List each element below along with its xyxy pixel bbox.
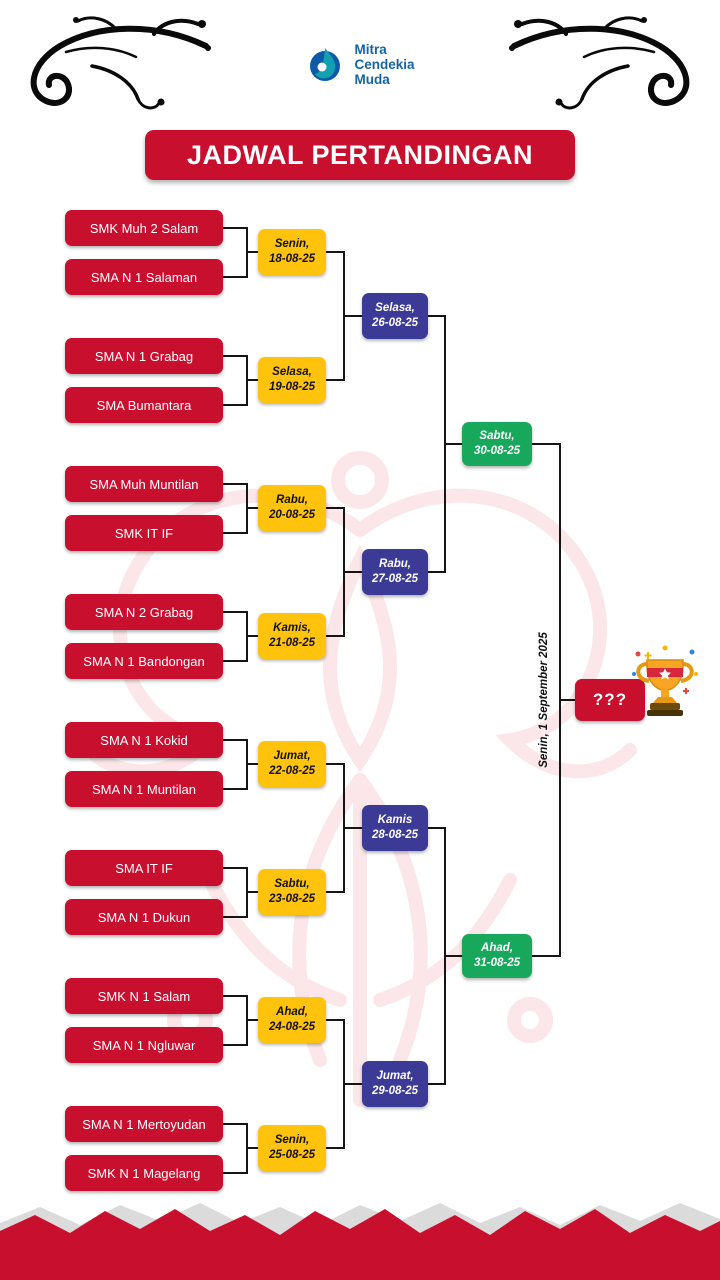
team-box: SMK IT IF	[65, 515, 223, 551]
team-name: SMA Bumantara	[96, 397, 192, 413]
team-box: SMA N 1 Ngluwar	[65, 1027, 223, 1063]
match-date-round1: Kamis, 21-08-25	[258, 613, 326, 659]
team-box: SMA IT IF	[65, 850, 223, 886]
title-banner: JADWAL PERTANDINGAN	[145, 130, 575, 180]
match-date: 20-08-25	[268, 509, 316, 521]
final-date-label: Senin, 1 September 2025	[538, 632, 550, 768]
team-name: SMA N 1 Grabag	[94, 348, 194, 364]
match-day: Senin,	[274, 238, 310, 251]
logo-icon	[310, 47, 341, 81]
team-box: SMA N 1 Muntilan	[65, 771, 223, 807]
team-box: SMA N 2 Grabag	[65, 594, 223, 630]
final-winner-box: ???	[575, 679, 645, 721]
team-name: SMA Muh Muntilan	[89, 476, 199, 492]
match-day: Jumat,	[376, 1070, 414, 1083]
match-date: 25-08-25	[268, 1149, 316, 1161]
team-box: SMK Muh 2 Salam	[65, 210, 223, 246]
team-name: SMA N 1 Mertoyudan	[82, 1116, 206, 1132]
team-name: SMA N 1 Salaman	[90, 269, 198, 285]
torn-paper-edge	[0, 1203, 720, 1280]
team-name: SMK Muh 2 Salam	[89, 220, 199, 236]
match-date: 27-08-25	[371, 573, 419, 585]
final-winner-placeholder: ???	[592, 690, 628, 709]
match-date-round2: Jumat, 29-08-25	[362, 1061, 428, 1107]
team-name: SMA IT IF	[115, 860, 173, 876]
team-box: SMA N 1 Salaman	[65, 259, 223, 295]
team-name: SMA N 2 Grabag	[94, 604, 194, 620]
team-box: SMK N 1 Salam	[65, 978, 223, 1014]
logo-line: Muda	[354, 72, 390, 88]
match-date-semifinal: Sabtu, 30-08-25	[462, 422, 532, 466]
page-title: JADWAL PERTANDINGAN	[186, 139, 533, 170]
team-box: SMA Muh Muntilan	[65, 466, 223, 502]
match-date-round2: Kamis 28-08-25	[362, 805, 428, 851]
match-date: 21-08-25	[268, 637, 316, 649]
match-day: Selasa,	[375, 302, 415, 315]
team-name: SMA N 1 Dukun	[97, 909, 191, 925]
trophy-icon	[632, 645, 698, 716]
match-day: Kamis	[377, 814, 413, 827]
match-date: 24-08-25	[268, 1021, 316, 1033]
match-date-round1: Senin, 25-08-25	[258, 1125, 326, 1171]
team-name: SMA N 1 Kokid	[100, 732, 188, 748]
team-name: SMA N 1 Ngluwar	[92, 1037, 196, 1053]
team-box: SMA Bumantara	[65, 387, 223, 423]
logo-line: Cendekia	[354, 57, 415, 73]
match-date-semifinal: Ahad, 31-08-25	[462, 934, 532, 978]
team-name: SMK IT IF	[114, 525, 174, 541]
team-box: SMA N 1 Mertoyudan	[65, 1106, 223, 1142]
match-date-round1: Selasa, 19-08-25	[258, 357, 326, 403]
team-box: SMA N 1 Dukun	[65, 899, 223, 935]
match-date: 18-08-25	[268, 253, 316, 265]
match-day: Senin,	[274, 1134, 310, 1147]
match-date: 28-08-25	[371, 829, 419, 841]
match-day: Selasa,	[272, 366, 312, 379]
match-date: 26-08-25	[371, 317, 419, 329]
match-day: Kamis,	[273, 622, 311, 635]
team-name: SMK N 1 Salam	[97, 988, 191, 1004]
match-date-round2: Rabu, 27-08-25	[362, 549, 428, 595]
corner-flourish-right-icon	[509, 16, 690, 110]
team-box: SMA N 1 Bandongan	[65, 643, 223, 679]
logo-line: Mitra	[354, 42, 387, 57]
team-box: SMA N 1 Kokid	[65, 722, 223, 758]
match-date-round1: Rabu, 20-08-25	[258, 485, 326, 531]
match-day: Jumat,	[273, 750, 311, 763]
match-date-round1: Senin, 18-08-25	[258, 229, 326, 275]
match-date: 22-08-25	[268, 765, 316, 777]
team-name: SMA N 1 Bandongan	[83, 653, 205, 669]
match-day: Rabu,	[276, 494, 308, 507]
match-date-round1: Sabtu, 23-08-25	[258, 869, 326, 915]
team-box: SMK N 1 Magelang	[65, 1155, 223, 1191]
match-day: Rabu,	[379, 558, 411, 571]
logo-text: Mitra Cendekia Muda	[354, 42, 414, 87]
team-box: SMA N 1 Grabag	[65, 338, 223, 374]
corner-flourish-left-icon	[30, 16, 211, 110]
match-day: Ahad,	[276, 1006, 308, 1019]
team-name: SMK N 1 Magelang	[87, 1165, 201, 1181]
match-day: Ahad,	[481, 942, 513, 955]
team-name: SMA N 1 Muntilan	[91, 781, 197, 797]
match-date-round2: Selasa, 26-08-25	[362, 293, 428, 339]
match-date-round1: Jumat, 22-08-25	[258, 741, 326, 787]
match-date: 19-08-25	[268, 381, 316, 393]
match-date-round1: Ahad, 24-08-25	[258, 997, 326, 1043]
match-date: 30-08-25	[473, 445, 521, 457]
logo: Mitra Cendekia Muda	[0, 42, 720, 87]
match-date: 31-08-25	[473, 957, 521, 969]
match-date: 23-08-25	[268, 893, 316, 905]
match-day: Sabtu,	[479, 430, 515, 443]
match-date: 29-08-25	[371, 1085, 419, 1097]
match-day: Sabtu,	[274, 878, 310, 891]
